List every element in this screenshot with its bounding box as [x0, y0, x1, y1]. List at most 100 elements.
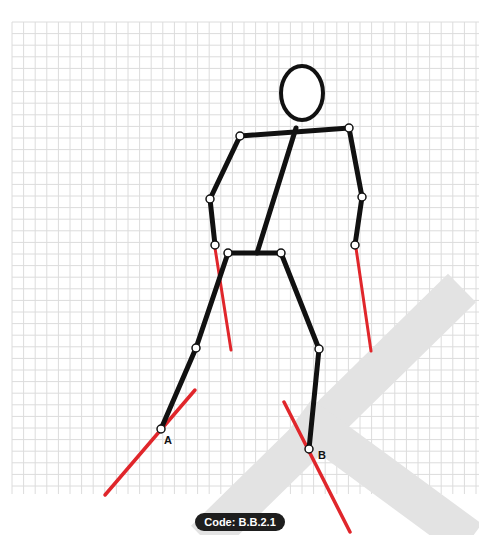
grid-line	[12, 265, 479, 266]
joint	[345, 124, 353, 132]
grid-line	[12, 91, 479, 92]
grid-line	[12, 416, 479, 417]
watermark	[205, 288, 470, 535]
grid-line	[128, 22, 129, 494]
grid-line	[12, 103, 479, 104]
point-label: A	[164, 435, 172, 446]
ski	[105, 390, 195, 495]
grid-line	[46, 22, 47, 494]
grid-line	[12, 393, 479, 394]
grid-line	[12, 207, 479, 208]
grid-line	[93, 22, 94, 494]
grid-line	[12, 56, 479, 57]
grid-line	[452, 22, 453, 494]
grid-line	[464, 22, 465, 494]
joints	[157, 124, 366, 453]
grid-line	[12, 462, 479, 463]
joint	[224, 249, 232, 257]
grid-line	[12, 242, 479, 243]
grid-line	[12, 277, 479, 278]
code-badge: Code: B.B.2.1	[195, 513, 285, 531]
grid-line	[12, 288, 479, 289]
grid-line	[12, 33, 479, 34]
joint	[211, 241, 219, 249]
grid-line	[244, 22, 245, 494]
joint	[192, 344, 200, 352]
joint	[157, 425, 165, 433]
ski	[284, 402, 350, 532]
grid-line	[12, 22, 13, 494]
grid-line	[12, 196, 479, 197]
grid-line	[12, 161, 479, 162]
grid-line	[394, 22, 395, 494]
spine	[257, 128, 296, 253]
grid-line	[12, 439, 479, 440]
leg	[281, 253, 319, 449]
grid-line	[70, 22, 71, 494]
grid-line	[429, 22, 430, 494]
head	[281, 66, 323, 120]
grid-line	[418, 22, 419, 494]
stick-figure	[161, 66, 362, 449]
background-grid	[12, 22, 479, 494]
grid-line	[12, 428, 479, 429]
grid-line	[12, 370, 479, 371]
grid-line	[441, 22, 442, 494]
grid-line	[151, 22, 152, 494]
joint	[315, 345, 323, 353]
grid-line	[12, 126, 479, 127]
joint	[236, 132, 244, 140]
grid-line	[476, 22, 477, 494]
grid-line	[186, 22, 187, 494]
joint	[277, 249, 285, 257]
grid-line	[116, 22, 117, 494]
grid-line	[255, 22, 256, 494]
grid-line	[12, 381, 479, 382]
grid-line	[360, 22, 361, 494]
ski-poles	[105, 248, 371, 532]
grid-line	[383, 22, 384, 494]
grid-line	[197, 22, 198, 494]
watermark-band	[300, 415, 470, 535]
grid-line	[371, 22, 372, 494]
grid-line	[12, 300, 479, 301]
grid-line	[209, 22, 210, 494]
grid-line	[12, 80, 479, 81]
grid-line	[12, 22, 479, 23]
grid-line	[12, 230, 479, 231]
grid-line	[139, 22, 140, 494]
grid-line	[12, 172, 479, 173]
joint	[206, 195, 214, 203]
point-label: B	[318, 450, 326, 461]
grid-line	[12, 404, 479, 405]
grid-line	[58, 22, 59, 494]
grid-line	[406, 22, 407, 494]
grid-line	[12, 149, 479, 150]
leg	[161, 253, 228, 429]
grid-line	[23, 22, 24, 494]
grid-line	[35, 22, 36, 494]
grid-line	[12, 114, 479, 115]
hips	[228, 251, 281, 256]
grid-line	[104, 22, 105, 494]
grid-line	[12, 68, 479, 69]
joint	[358, 193, 366, 201]
grid-line	[12, 219, 479, 220]
arm	[210, 136, 240, 245]
grid-line	[232, 22, 233, 494]
joint	[305, 445, 313, 453]
arm	[349, 128, 362, 245]
grid-line	[12, 451, 479, 452]
grid-line	[220, 22, 221, 494]
code-text: Code: B.B.2.1	[204, 516, 276, 528]
grid-line	[12, 254, 479, 255]
grid-line	[12, 45, 479, 46]
grid-line	[81, 22, 82, 494]
pole	[356, 248, 371, 351]
grid-line	[174, 22, 175, 494]
grid-line	[12, 184, 479, 185]
joint	[351, 241, 359, 249]
grid-line	[267, 22, 268, 494]
